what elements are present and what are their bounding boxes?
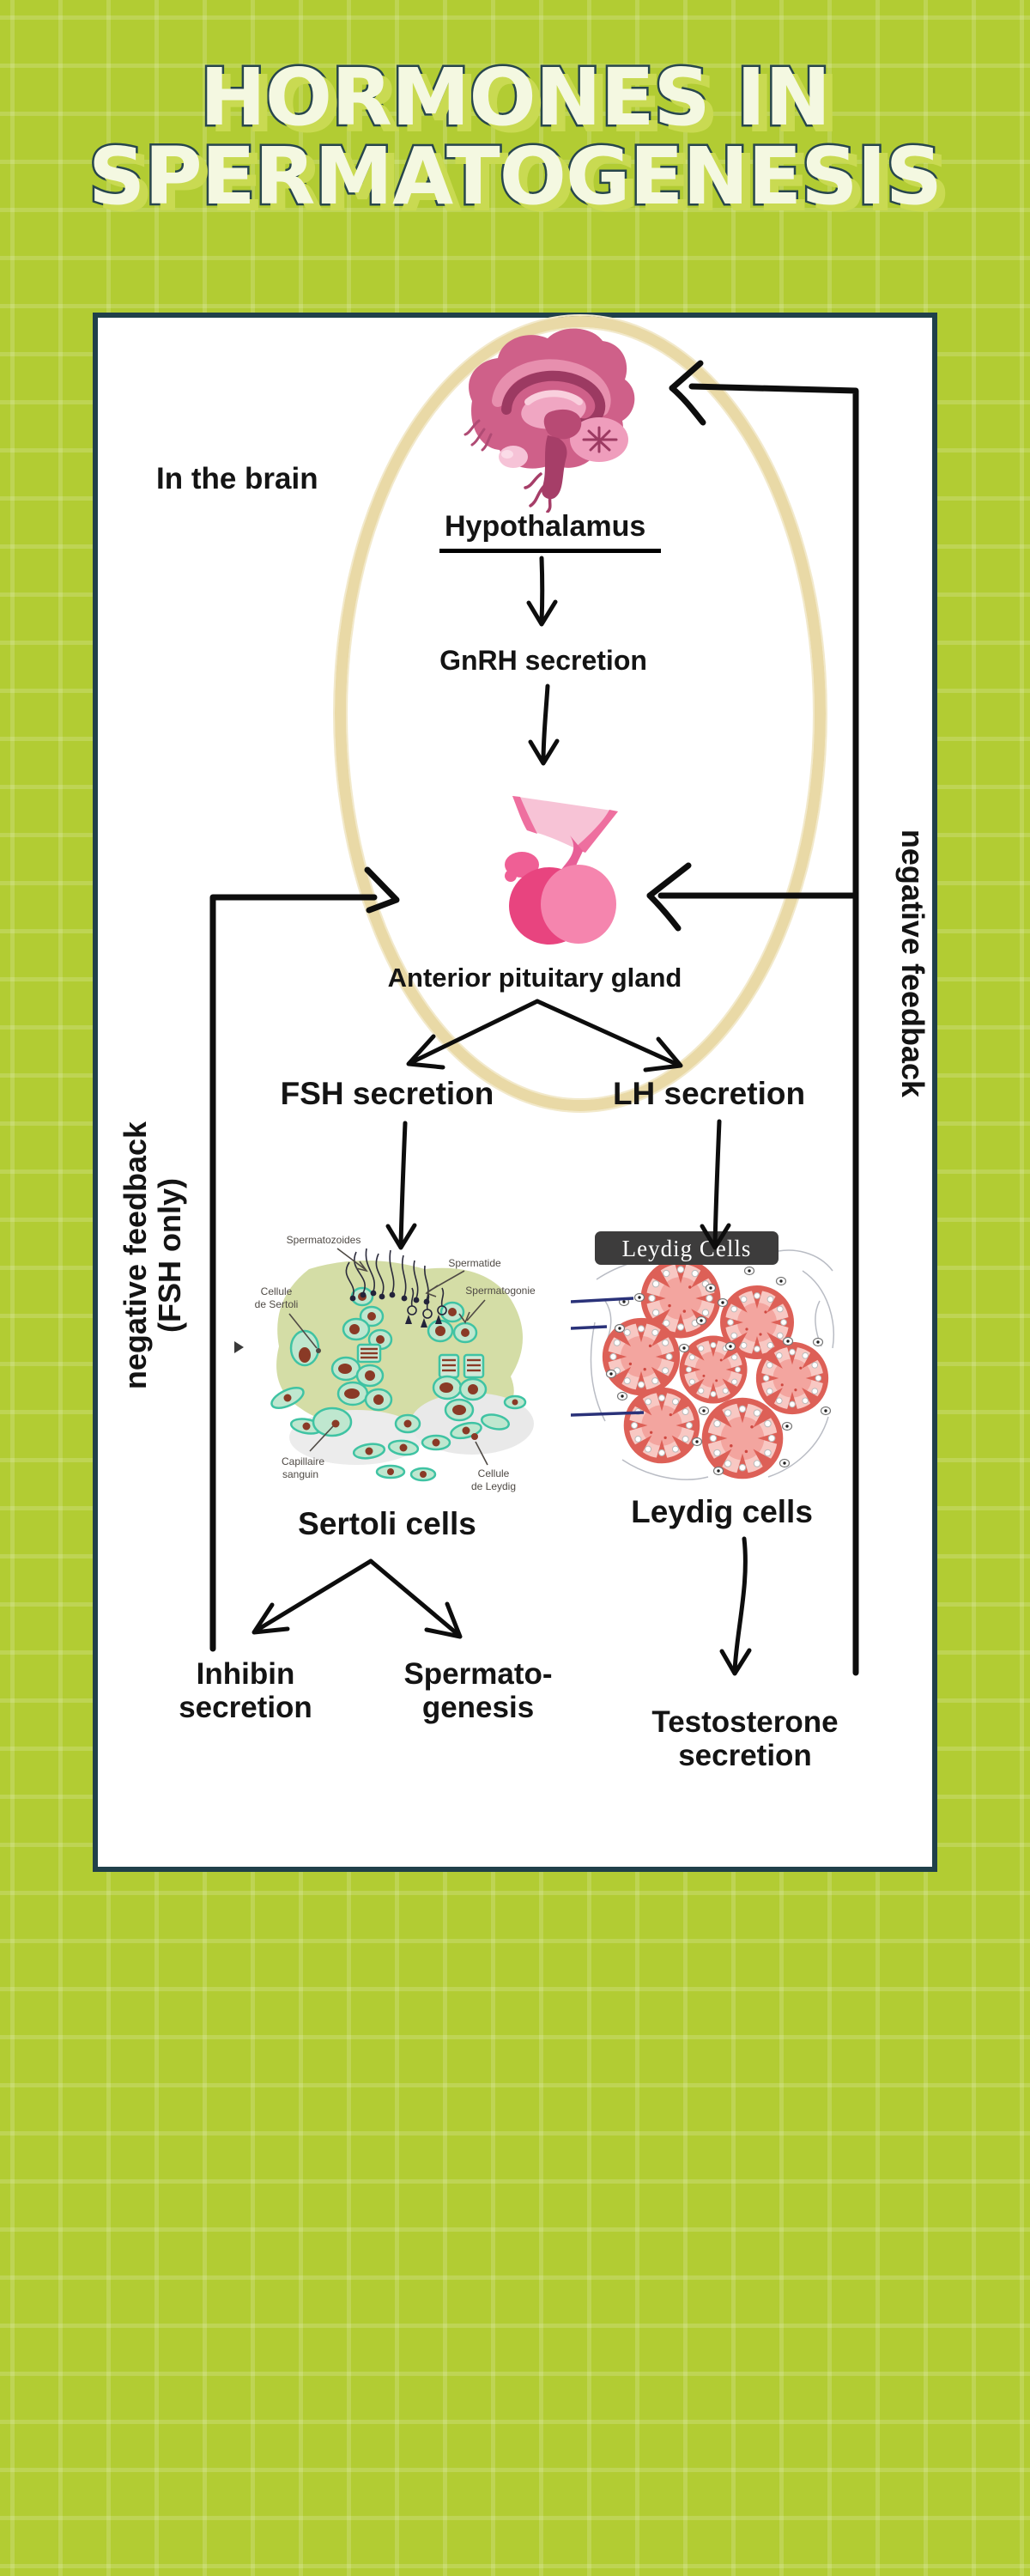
fsh-secretion-label: FSH secretion [280, 1076, 494, 1111]
leydig-box-label: Leydig Cells [622, 1236, 752, 1261]
spermatogenesis-label: Spermato- genesis [403, 1657, 553, 1725]
negative-feedback-right-label: negative feedback [895, 829, 930, 1098]
gnrh-secretion-label: GnRH secretion [439, 645, 647, 676]
label-spermatozoides: Spermatozoides [287, 1234, 361, 1246]
in-the-brain-label: In the brain [156, 462, 318, 495]
sertoli-cells-illustration: Spermatozoides Spermatide Spermatogonie … [234, 1234, 536, 1492]
testosterone-secretion-label: Testosterone secretion [651, 1705, 839, 1773]
negative-feedback-left-label: negative feedback (FSH only) [118, 1121, 188, 1390]
label-spermatide: Spermatide [448, 1257, 501, 1269]
pituitary-illustration [505, 796, 618, 945]
leydig-cells-illustration: Leydig Cells [571, 1231, 834, 1480]
page-title-line-2: SPERMATOGENESIS [87, 131, 945, 222]
brain-illustration [464, 328, 635, 513]
label-cellule-sertoli-2: de Sertoli [255, 1298, 299, 1310]
label-capillaire-1: Capillaire [282, 1455, 324, 1467]
label-spermatogonie: Spermatogonie [465, 1285, 536, 1297]
sertoli-cells-label: Sertoli cells [298, 1506, 476, 1541]
label-capillaire-2: sanguin [282, 1468, 318, 1480]
lh-secretion-label: LH secretion [612, 1076, 806, 1111]
label-cellule-leydig-1: Cellule [478, 1467, 510, 1479]
anterior-pituitary-label: Anterior pituitary gland [387, 963, 682, 993]
page-title-line-1: HORMONES IN [197, 52, 833, 143]
hypothalamus-label: Hypothalamus [439, 510, 662, 554]
label-cellule-leydig-2: de Leydig [471, 1480, 516, 1492]
label-cellule-sertoli-1: Cellule [261, 1285, 293, 1297]
leydig-cells-label: Leydig cells [631, 1494, 813, 1529]
inhibin-secretion-label: Inhibin secretion [179, 1657, 312, 1725]
